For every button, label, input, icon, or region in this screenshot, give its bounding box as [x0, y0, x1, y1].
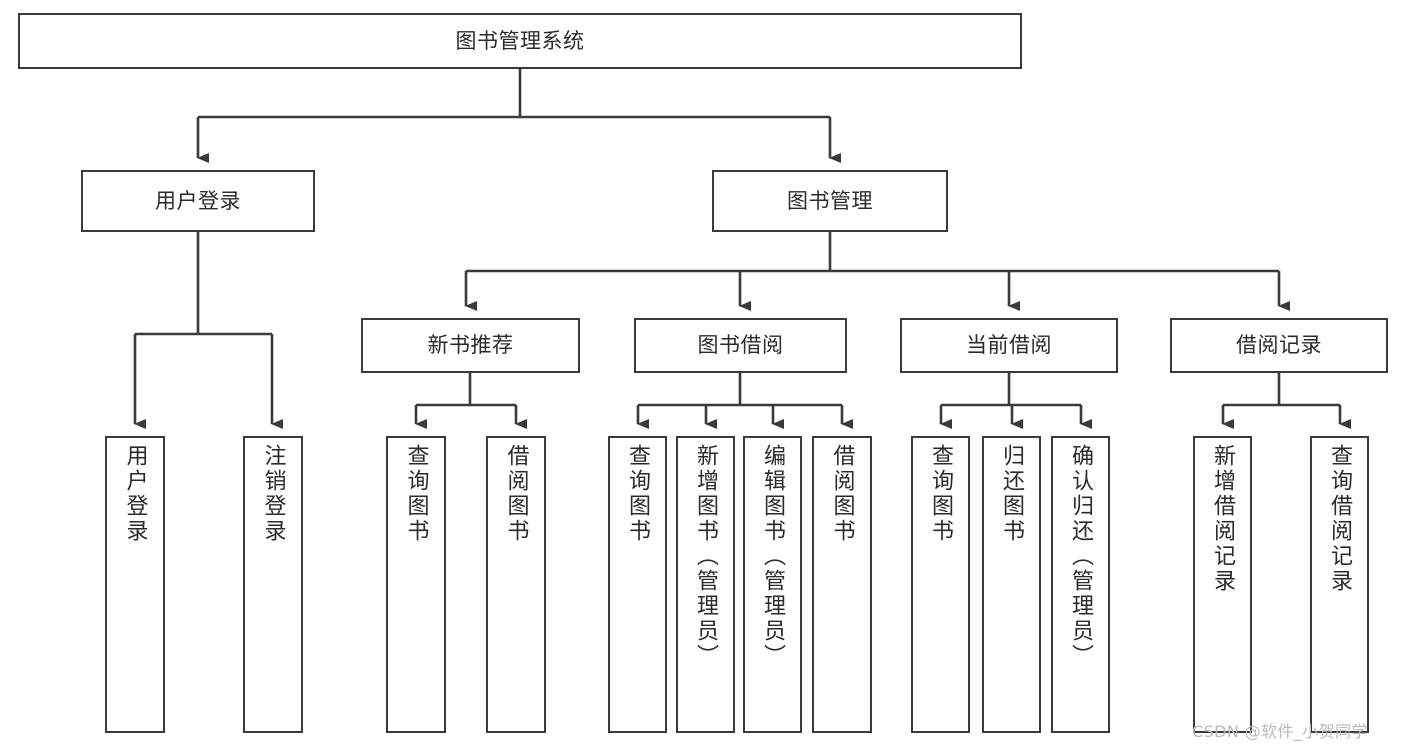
- node-label: 图书借阅: [697, 333, 784, 358]
- node-leaf-query-book-current[interactable]: 查询图书: [911, 436, 970, 733]
- node-label: 图书管理: [787, 188, 873, 213]
- node-label: 查询借阅记录: [1327, 444, 1353, 594]
- node-label: 借阅图书: [829, 444, 855, 544]
- node-user-login[interactable]: 用户登录: [81, 170, 315, 232]
- node-label: 用户登录: [122, 444, 148, 544]
- node-borrow-record[interactable]: 借阅记录: [1170, 318, 1388, 373]
- node-label: 新书推荐: [427, 333, 514, 358]
- node-leaf-confirm-return-admin[interactable]: 确认归还（管理员）: [1051, 436, 1110, 733]
- node-label: 新增借阅记录: [1210, 444, 1236, 594]
- node-label: 新增图书（管理员）: [693, 444, 719, 669]
- node-label: 注销登录: [260, 444, 286, 544]
- node-leaf-borrow-book-recommend[interactable]: 借阅图书: [486, 436, 546, 733]
- node-label: 图书管理系统: [455, 28, 585, 53]
- node-label: 用户登录: [155, 188, 241, 213]
- node-leaf-edit-book-admin[interactable]: 编辑图书（管理员）: [743, 436, 802, 733]
- node-leaf-borrow-book-borrow[interactable]: 借阅图书: [812, 436, 872, 733]
- node-label: 借阅图书: [503, 444, 529, 544]
- node-label: 编辑图书（管理员）: [760, 444, 786, 669]
- node-leaf-query-book-recommend[interactable]: 查询图书: [386, 436, 446, 733]
- node-label: 确认归还（管理员）: [1068, 444, 1094, 669]
- node-label: 查询图书: [625, 444, 651, 544]
- node-book-borrow[interactable]: 图书借阅: [634, 318, 847, 373]
- csdn-watermark: CSDN @软件_小贺同学: [1192, 722, 1368, 741]
- node-leaf-user-login[interactable]: 用户登录: [105, 436, 165, 733]
- node-label: 查询图书: [403, 444, 429, 544]
- node-leaf-return-book[interactable]: 归还图书: [982, 436, 1041, 733]
- node-leaf-add-borrow-record[interactable]: 新增借阅记录: [1193, 436, 1252, 733]
- node-root[interactable]: 图书管理系统: [18, 13, 1022, 69]
- node-label: 当前借阅: [966, 333, 1052, 358]
- node-book-manage[interactable]: 图书管理: [712, 170, 948, 232]
- node-label: 查询图书: [928, 444, 954, 544]
- node-label: 归还图书: [999, 444, 1025, 544]
- node-label: 借阅记录: [1236, 333, 1322, 358]
- node-current-borrow[interactable]: 当前借阅: [900, 318, 1118, 373]
- node-leaf-query-book-borrow[interactable]: 查询图书: [608, 436, 667, 733]
- node-leaf-logout-login[interactable]: 注销登录: [243, 436, 303, 733]
- node-leaf-query-borrow-record[interactable]: 查询借阅记录: [1310, 436, 1369, 733]
- node-new-book-recommend[interactable]: 新书推荐: [361, 318, 580, 373]
- node-leaf-add-book-admin[interactable]: 新增图书（管理员）: [676, 436, 735, 733]
